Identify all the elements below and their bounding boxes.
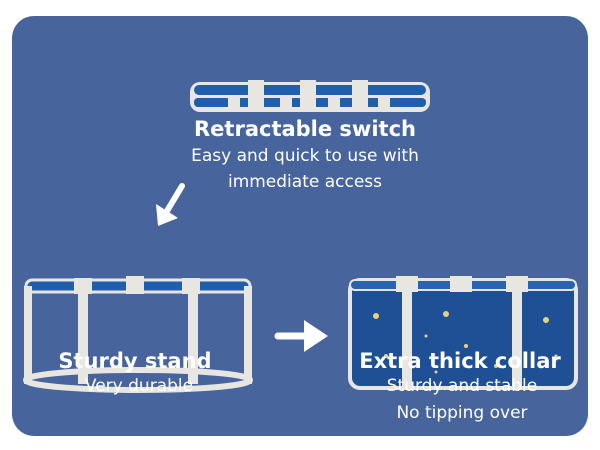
- extra-thick-collar-desc-line1: Sturdy and stable: [386, 376, 538, 396]
- retractable-desc-line2: immediate access: [227, 172, 383, 192]
- sturdy-stand-title: Sturdy stand: [58, 349, 212, 373]
- extra-thick-collar-image: [348, 276, 578, 390]
- arrow-down-left-icon: [156, 183, 185, 226]
- sturdy-stand-image: [23, 276, 253, 393]
- sturdy-stand-desc: Very durable: [84, 376, 194, 396]
- arrow-right-icon: [274, 320, 328, 352]
- folded-tub-image: [190, 80, 430, 112]
- retractable-title: Retractable switch: [194, 117, 416, 141]
- retractable-desc-line1: Easy and quick to use with: [191, 146, 419, 166]
- extra-thick-collar-title: Extra thick collar: [359, 349, 561, 373]
- extra-thick-collar-desc-line2: No tipping over: [396, 403, 528, 423]
